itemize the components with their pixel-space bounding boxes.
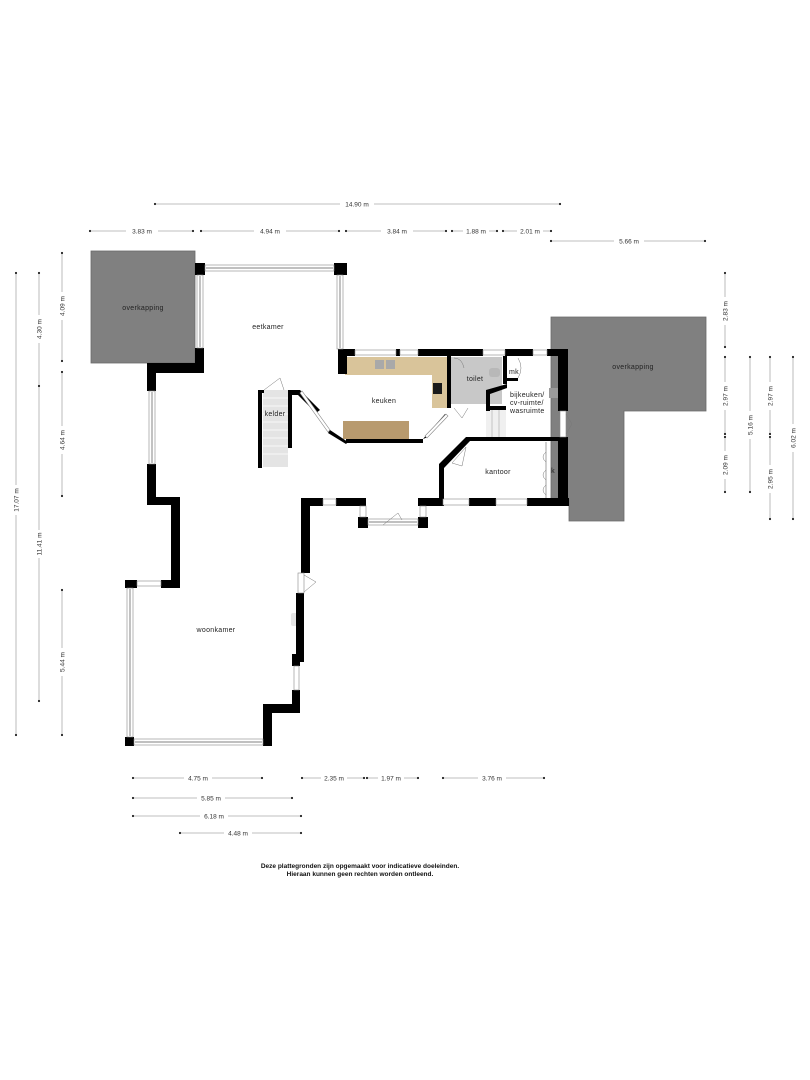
dimension-bottom-row3: 6.18 m: [131, 811, 303, 821]
svg-text:17.07 m: 17.07 m: [14, 488, 21, 512]
dimension-top-overall: 14.90 m: [153, 199, 562, 209]
room-label-mk: mk: [509, 369, 519, 376]
svg-text:2.97 m: 2.97 m: [768, 386, 775, 406]
overkapping-right-area: [550, 316, 707, 522]
svg-text:4.09 m: 4.09 m: [60, 296, 67, 316]
dimension-top-segments: 3.83 m 4.94 m 3.84 m 1.88 m 2.01 m: [88, 226, 553, 236]
svg-text:5.85 m: 5.85 m: [201, 796, 221, 803]
dimension-bottom-row2: 5.85 m: [131, 793, 294, 803]
dimension-left-overall: 17.07 m: [11, 271, 21, 737]
room-label-k: k: [551, 468, 555, 475]
dimension-right-col2: 5.16 m: [745, 355, 755, 494]
room-label-bijkeuken-2: cv-ruimte/: [510, 400, 544, 407]
svg-text:2.97 m: 2.97 m: [723, 386, 730, 406]
svg-text:2.35 m: 2.35 m: [324, 776, 344, 783]
svg-text:2.01 m: 2.01 m: [520, 229, 540, 236]
svg-text:2.09 m: 2.09 m: [723, 455, 730, 475]
svg-text:4.48 m: 4.48 m: [228, 831, 248, 838]
svg-text:14.90 m: 14.90 m: [345, 202, 369, 209]
overkapping-left-area: [90, 250, 196, 364]
svg-text:5.44 m: 5.44 m: [60, 652, 67, 672]
dimension-right-col3: 2.97 m 2.95 m: [765, 355, 775, 521]
disclaimer-line-2: Hieraan kunnen geen rechten worden ontle…: [286, 871, 434, 878]
door-swings: [263, 357, 573, 593]
room-label-overkapping-left: overkapping: [122, 305, 163, 312]
svg-text:2.95 m: 2.95 m: [768, 469, 775, 489]
boiler-icon: [549, 388, 558, 398]
room-label-bijkeuken-3: wasruimte: [509, 408, 545, 415]
svg-text:2.83 m: 2.83 m: [723, 301, 730, 321]
kitchen-sink-icon: [386, 360, 395, 369]
dimension-top-right-extension: 5.66 m: [549, 236, 707, 246]
room-label-kantoor: kantoor: [485, 469, 511, 476]
dimension-left-segments: 4.09 m 4.64 m 5.44 m: [57, 251, 67, 737]
svg-text:5.66 m: 5.66 m: [619, 239, 639, 246]
dimension-bottom-row4: 4.48 m: [178, 828, 303, 838]
svg-text:1.88 m: 1.88 m: [466, 229, 486, 236]
room-label-eetkamer: eetkamer: [252, 324, 284, 331]
svg-text:4.75 m: 4.75 m: [188, 776, 208, 783]
disclaimer-line-1: Deze plattegronden zijn opgemaakt voor i…: [260, 863, 460, 870]
dimension-bottom-row1: 4.75 m 2.35 m 1.97 m 3.76 m: [131, 773, 546, 783]
svg-text:6.18 m: 6.18 m: [204, 814, 224, 821]
svg-text:5.16 m: 5.16 m: [748, 415, 755, 435]
wardrobe: [542, 442, 547, 499]
room-label-bijkeuken-1: bijkeuken/: [510, 392, 545, 399]
toilet-bowl-icon: [489, 368, 500, 377]
svg-text:3.83 m: 3.83 m: [132, 229, 152, 236]
kitchen-island: [343, 421, 409, 439]
svg-text:4.30 m: 4.30 m: [37, 319, 44, 339]
dimension-left-upper-lower: 4.30 m 11.41 m: [34, 271, 44, 703]
room-label-keuken: keuken: [372, 398, 396, 405]
toilet-floor: [451, 357, 502, 404]
dimension-right-col4: 6.02 m: [788, 355, 798, 521]
cooktop-icon: [433, 383, 442, 394]
room-label-kelder: kelder: [265, 411, 286, 418]
svg-text:11.41 m: 11.41 m: [37, 532, 44, 555]
svg-text:1.97 m: 1.97 m: [381, 776, 401, 783]
room-label-woonkamer: woonkamer: [196, 627, 236, 634]
room-label-toilet: toilet: [467, 376, 484, 383]
svg-text:6.02 m: 6.02 m: [791, 428, 798, 448]
svg-text:3.84 m: 3.84 m: [387, 229, 407, 236]
svg-text:3.76 m: 3.76 m: [482, 776, 502, 783]
windows: [126, 264, 567, 746]
dimension-right-col1: 2.83 m 2.97 m 2.09 m: [720, 271, 730, 494]
svg-text:4.94 m: 4.94 m: [260, 229, 280, 236]
disclaimer: Deze plattegronden zijn opgemaakt voor i…: [0, 863, 720, 879]
kelder-stairs: [263, 390, 288, 467]
room-label-overkapping-right: overkapping: [612, 364, 653, 371]
kitchen-counter: [345, 357, 449, 408]
kitchen-sink-icon: [375, 360, 384, 369]
hall-stairs: [486, 410, 506, 437]
svg-text:4.64 m: 4.64 m: [60, 430, 67, 450]
